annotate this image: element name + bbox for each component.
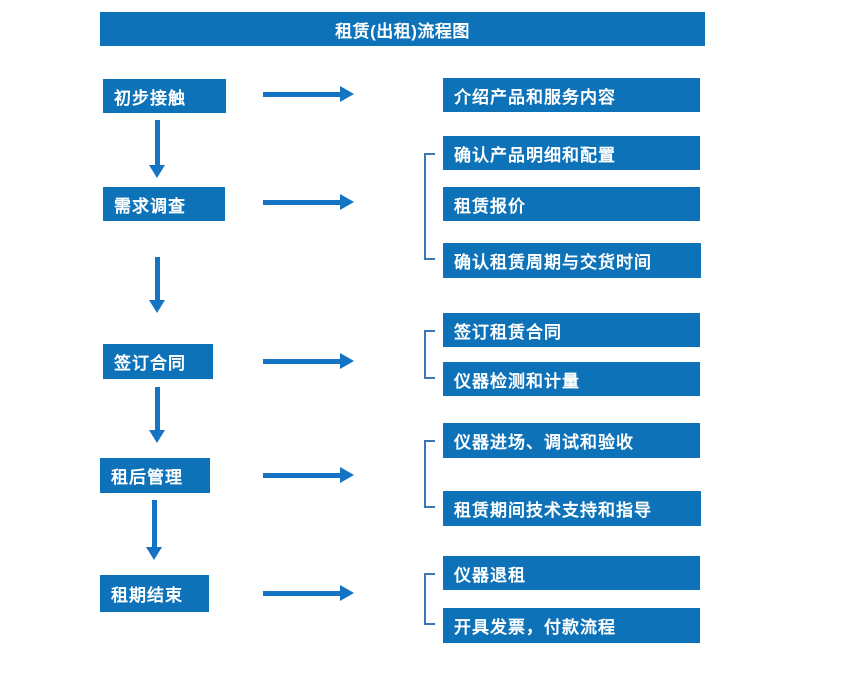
arrow-shaft [154,120,160,166]
down-arrow-icon [149,257,165,313]
detail-box-confirm-product-details: 确认产品明细和配置 [443,136,700,170]
group-bracket [424,330,435,379]
arrow-head [340,194,354,210]
step-box-sign-contract: 签订合同 [103,344,213,379]
arrow-head [340,86,354,102]
detail-box-introduce-products: 介绍产品和服务内容 [443,78,700,112]
step-box-rental-end: 租期结束 [100,575,209,612]
group-bracket [424,440,435,508]
detail-box-invoice-payment: 开具发票，付款流程 [443,608,700,643]
step-box-initial-contact: 初步接触 [103,79,226,113]
arrow-shaft [154,387,160,431]
detail-box-instrument-return: 仪器退租 [443,556,700,590]
arrow-head [149,300,165,313]
arrow-head [340,353,354,369]
arrow-head [340,585,354,601]
flowchart-title: 租赁(出租)流程图 [100,12,705,46]
group-bracket [424,153,435,260]
detail-box-rental-quotation: 租赁报价 [443,187,700,221]
arrow-shaft [263,91,341,97]
arrow-shaft [263,590,341,596]
arrow-shaft [154,257,160,301]
arrow-head [149,165,165,178]
detail-box-technical-support: 租赁期间技术支持和指导 [443,491,701,526]
down-arrow-icon [146,500,162,560]
detail-box-confirm-rental-period: 确认租赁周期与交货时间 [443,243,701,278]
arrow-shaft [151,500,157,548]
arrow-shaft [263,358,341,364]
detail-box-instrument-setup: 仪器进场、调试和验收 [443,423,700,458]
down-arrow-icon [149,387,165,443]
arrow-head [146,547,162,560]
arrow-shaft [263,472,341,478]
group-bracket [424,573,435,625]
step-box-post-rental-management: 租后管理 [100,458,210,493]
arrow-head [149,430,165,443]
arrow-shaft [263,199,341,205]
detail-box-sign-rental-contract: 签订租赁合同 [443,313,700,347]
down-arrow-icon [149,120,165,178]
step-box-demand-survey: 需求调查 [103,187,225,221]
arrow-head [340,467,354,483]
detail-box-instrument-testing: 仪器检测和计量 [443,362,700,396]
